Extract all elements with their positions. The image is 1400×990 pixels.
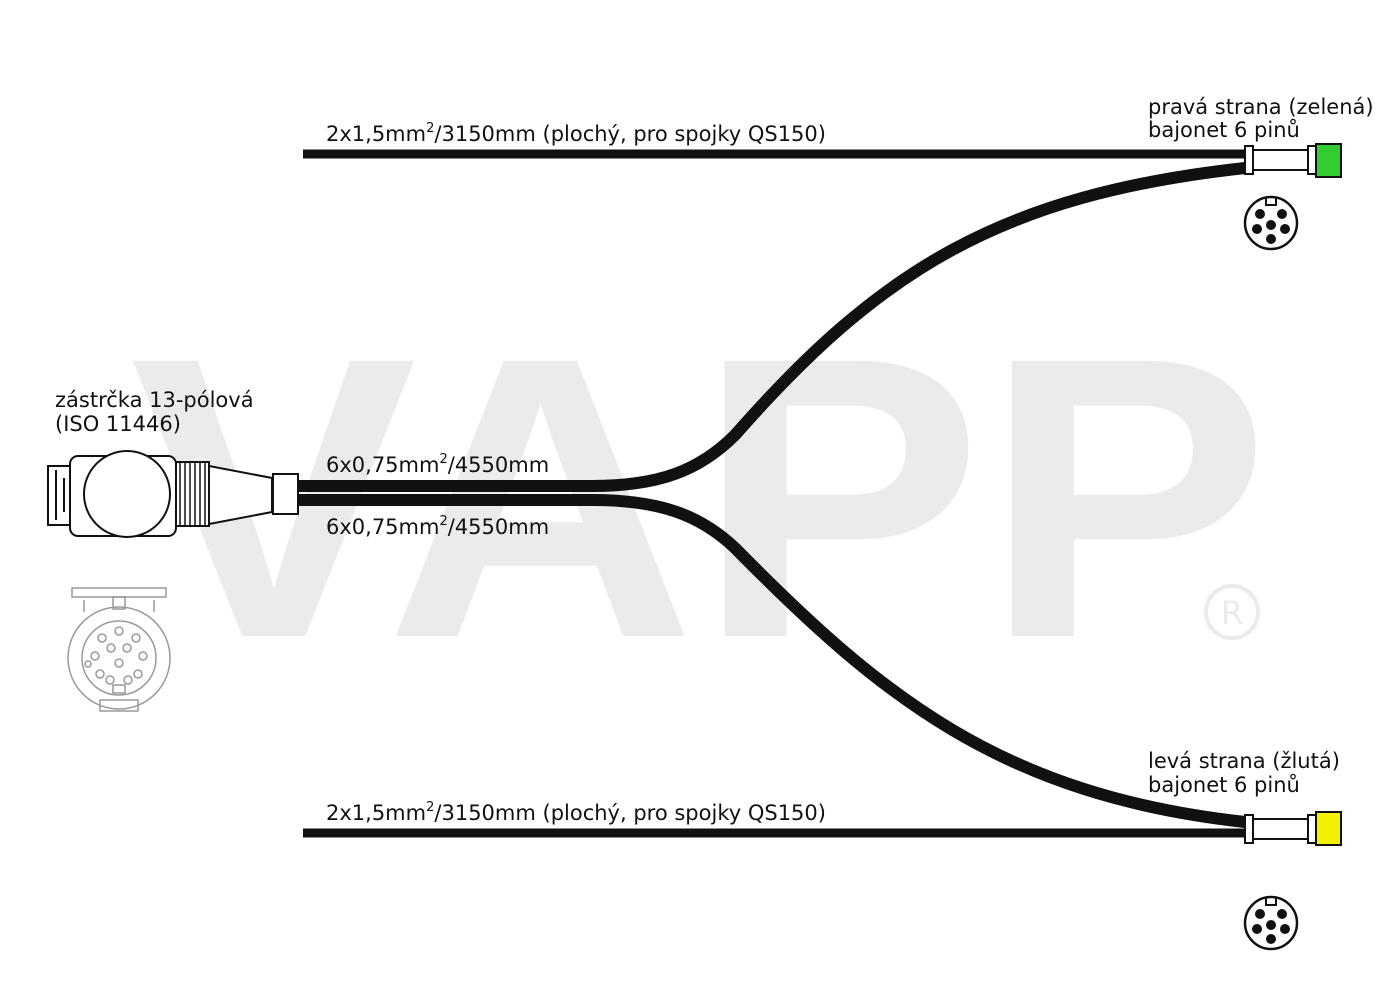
- main-cable-upper: [298, 162, 1246, 492]
- main-upper-cable-label: 6x0,75mm2/4550mm: [326, 452, 549, 477]
- main-cable-lower: [298, 494, 1246, 828]
- yellow-connector-cap: [1315, 811, 1342, 846]
- right-side-label-line2: bajonet 6 pinů: [1148, 118, 1300, 142]
- plug-13-pin: [47, 450, 299, 538]
- main-lower-cable-label: 6x0,75mm2/4550mm: [326, 514, 549, 539]
- left-bayonet-connector: [1244, 811, 1342, 846]
- 13-pin-socket-face: [67, 587, 171, 712]
- left-6-pin-face: [1243, 895, 1299, 951]
- top-wire-label: 2x1,5mm2/3150mm (plochý, pro spojky QS15…: [326, 121, 826, 146]
- left-side-label-line1: levá strana (žlutá): [1148, 749, 1340, 773]
- left-side-label-line2: bajonet 6 pinů: [1148, 773, 1300, 797]
- green-connector-cap: [1315, 143, 1342, 178]
- right-side-label-line1: pravá strana (zelená): [1148, 95, 1374, 119]
- socket-pins: [84, 626, 148, 685]
- plug-label-line2: (ISO 11446): [55, 412, 181, 436]
- plug-label-line1: zástrčka 13-pólová: [55, 388, 254, 412]
- right-bayonet-connector: [1244, 143, 1342, 178]
- right-6-pin-face: [1243, 195, 1299, 251]
- 13-pin-plug-icon: [83, 450, 171, 538]
- 13-pin-socket-face-icon: [67, 606, 171, 710]
- registered-mark-text: R: [1221, 594, 1243, 632]
- registered-mark-icon: [1204, 584, 1260, 640]
- bottom-wire-label: 2x1,5mm2/3150mm (plochý, pro spojky QS15…: [326, 800, 826, 825]
